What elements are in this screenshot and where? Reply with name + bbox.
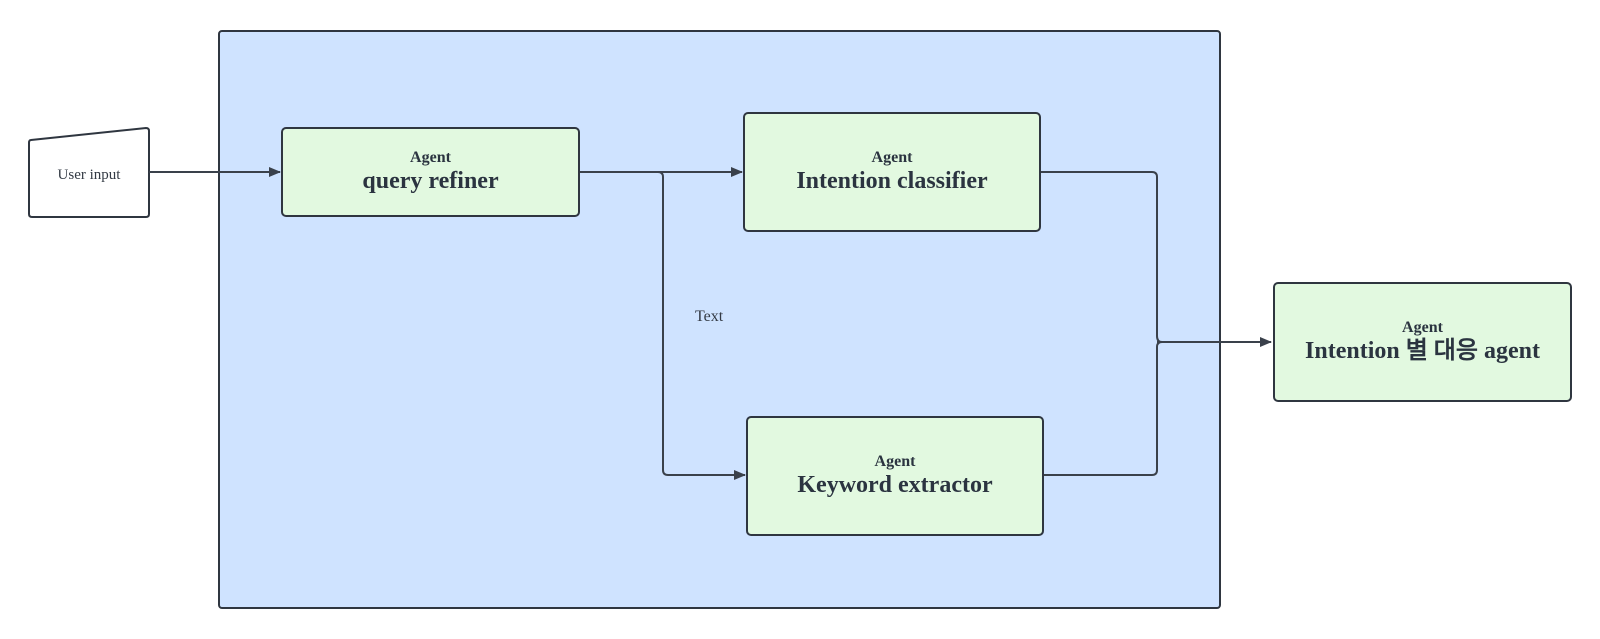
agent-keyword-extractor[interactable]: Agent Keyword extractor — [746, 416, 1044, 536]
agent-kind-label: Agent — [871, 149, 913, 166]
user-input-label: User input — [57, 166, 121, 183]
edge-text-label: Text — [695, 308, 724, 325]
agent-title: Intention classifier — [796, 168, 988, 194]
agent-kind-label: Agent — [410, 149, 451, 166]
edge-classifier-to-merge — [1041, 171, 1163, 343]
user-input-shape[interactable] — [28, 126, 150, 218]
agent-title: query refiner — [362, 168, 499, 194]
agent-title: Keyword extractor — [797, 472, 993, 498]
agent-query-refiner[interactable]: Agent query refiner — [281, 127, 580, 217]
edge-extractor-to-merge — [1044, 341, 1163, 476]
edge-refiner-to-extractor — [657, 171, 746, 480]
agent-title: Intention 별 대응 agent — [1305, 338, 1540, 364]
agent-intention-classifier[interactable]: Agent Intention classifier — [743, 112, 1041, 232]
pipeline-container — [218, 30, 1221, 609]
agent-intention-response[interactable]: Agent Intention 별 대응 agent — [1273, 282, 1572, 402]
agent-kind-label: Agent — [874, 453, 916, 470]
agent-kind-label: Agent — [1402, 319, 1443, 336]
